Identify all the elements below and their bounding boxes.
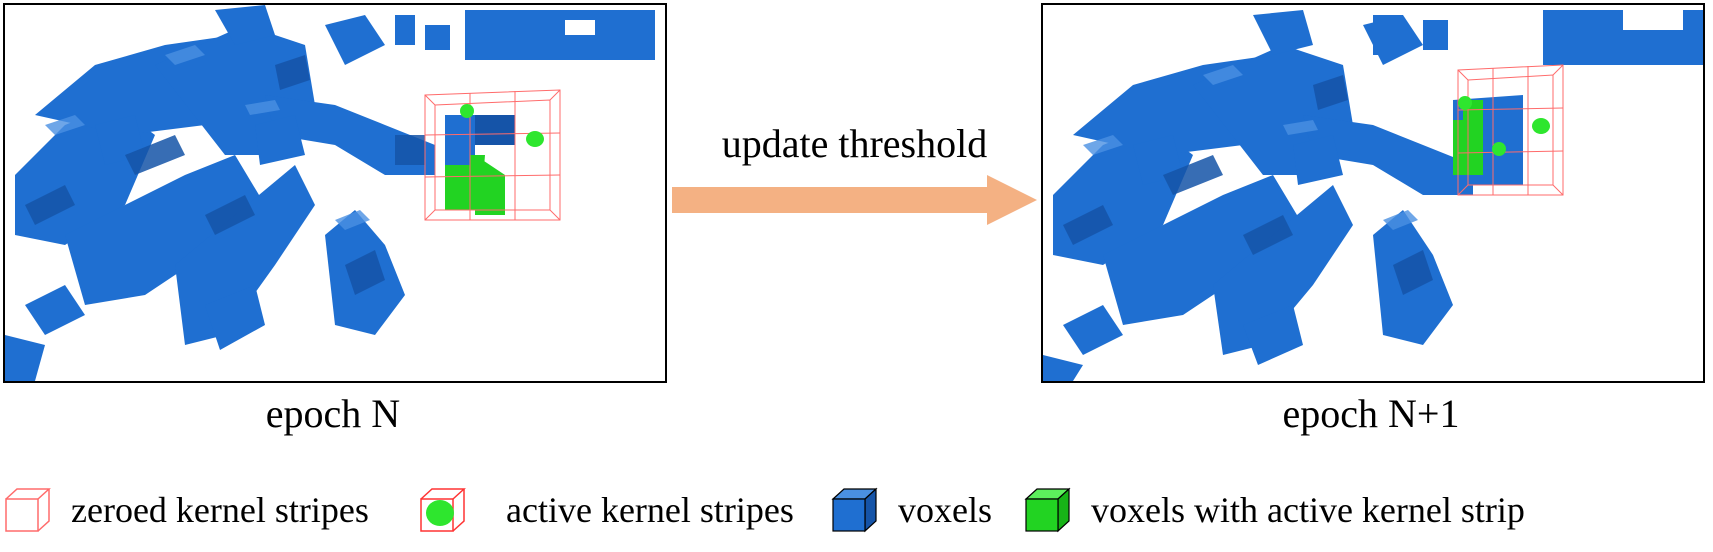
update-threshold-arrow: update threshold (672, 120, 1037, 230)
voxel-scene-svg-left (5, 5, 655, 381)
green-cube-icon (1024, 487, 1071, 533)
voxel-scene-epoch-n-plus-1 (1041, 3, 1705, 383)
voxel-scene-svg-right (1043, 10, 1703, 381)
legend-label: active kernel stripes (506, 490, 794, 530)
voxel-cluster-right (1043, 10, 1473, 381)
legend: zeroed kernel stripes active kernel stri… (0, 480, 1713, 540)
blue-cube-icon (831, 487, 878, 533)
right-arrow-icon (672, 175, 1037, 225)
caption-epoch-n: epoch N (265, 391, 401, 436)
legend-item-active-kernel-stripes: active kernel stripes (418, 480, 794, 540)
kernel-window-right (1453, 64, 1564, 196)
caption-epoch-n-plus-1: epoch N+1 (1282, 391, 1460, 436)
red-wire-cube-with-green-dot-icon (420, 488, 466, 532)
voxel-far-row-right (1373, 10, 1703, 65)
legend-label: zeroed kernel stripes (71, 490, 369, 530)
voxel-cluster-right-shading (1063, 75, 1433, 295)
legend-item-voxels: voxels (830, 480, 992, 540)
voxel-cluster-left-shading (25, 55, 425, 295)
legend-label: voxels (898, 490, 992, 530)
legend-item-voxels-with-active-kernel-strip: voxels with active kernel strip (1023, 480, 1525, 540)
voxel-scene-epoch-n (3, 3, 667, 383)
legend-item-zeroed-kernel-stripes: zeroed kernel stripes (3, 480, 369, 540)
legend-label: voxels with active kernel strip (1091, 490, 1525, 530)
red-wire-cube-icon (5, 488, 51, 532)
kernel-window-left (424, 89, 561, 221)
voxel-cluster-left (5, 5, 435, 381)
arrow-label: update threshold (721, 121, 988, 166)
voxel-far-row-left (395, 10, 655, 60)
voxel-top-faces-left (45, 45, 370, 230)
voxel-top-faces-right (1083, 65, 1418, 230)
